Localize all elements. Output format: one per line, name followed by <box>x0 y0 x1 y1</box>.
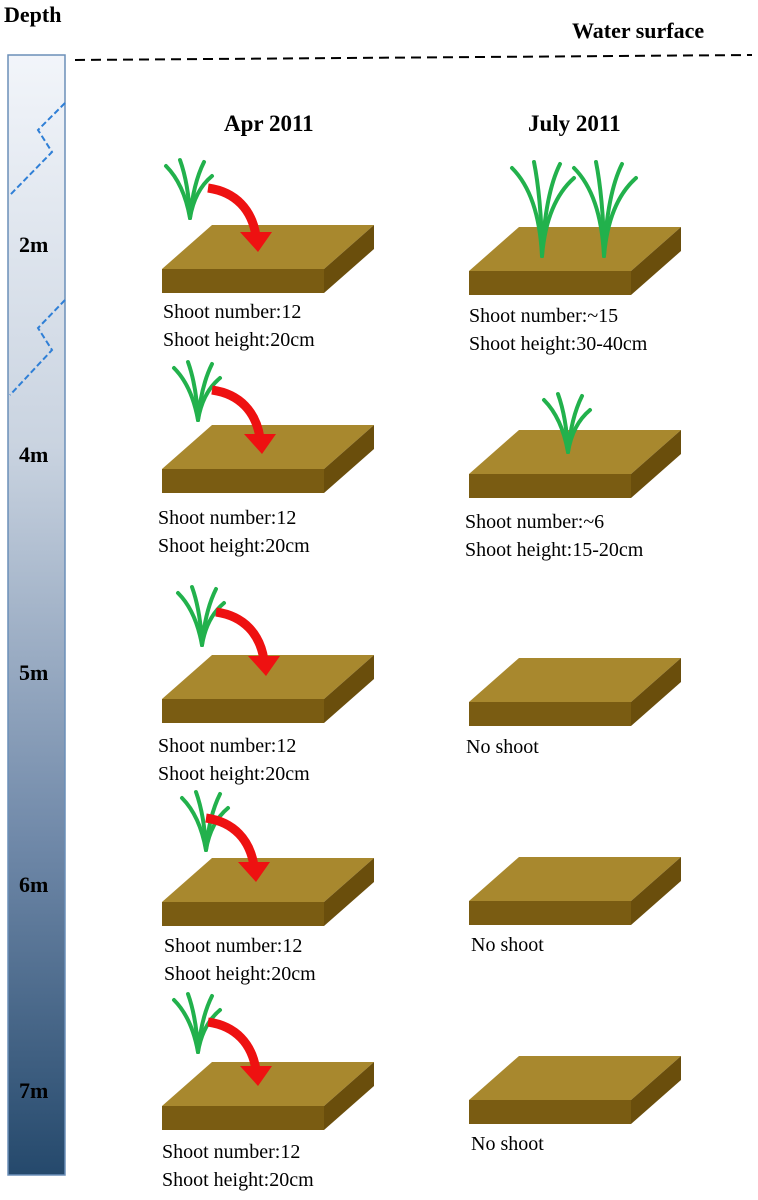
apr-shoot-height: Shoot height:20cm <box>158 535 310 557</box>
jul-no-shoot: No shoot <box>471 934 544 956</box>
apr-shoot-number: Shoot number:12 <box>162 1141 301 1163</box>
apr-shoot-number: Shoot number:12 <box>164 935 303 957</box>
water-surface-line <box>74 54 753 61</box>
sediment-tile <box>469 227 681 295</box>
apr-shoot-number: Shoot number:12 <box>158 507 297 529</box>
depth-break-mark <box>9 299 66 396</box>
sediment-tile <box>469 1056 681 1124</box>
sediment-tile <box>469 857 681 925</box>
jul-no-shoot: No shoot <box>471 1133 544 1155</box>
depth-label: 7m <box>19 1078 49 1103</box>
depth-label: 5m <box>19 660 49 685</box>
water-depth-column <box>7 54 66 1176</box>
jul-shoot-height: Shoot height:30-40cm <box>469 333 648 355</box>
jul-shoot-number: Shoot number:~15 <box>469 305 619 327</box>
column-heading-jul: July 2011 <box>528 111 621 136</box>
column-heading-apr: Apr 2011 <box>224 111 314 136</box>
sediment-tile <box>469 658 681 726</box>
sediment-tile <box>162 858 374 926</box>
apr-shoot-height: Shoot height:20cm <box>162 1169 314 1191</box>
depth-label: 2m <box>19 232 49 257</box>
seagrass-shoot-icon <box>164 158 214 220</box>
jul-shoot-number: Shoot number:~6 <box>465 511 605 533</box>
apr-shoot-number: Shoot number:12 <box>158 735 297 757</box>
apr-shoot-height: Shoot height:20cm <box>163 329 315 351</box>
jul-shoot-height: Shoot height:15-20cm <box>465 539 644 561</box>
sediment-tile <box>469 430 681 498</box>
water-surface-label: Water surface <box>572 18 705 43</box>
apr-shoot-height: Shoot height:20cm <box>164 963 316 985</box>
depth-label: 4m <box>19 442 49 467</box>
depth-axis-title: Depth <box>4 2 62 27</box>
depth-label: 6m <box>19 872 49 897</box>
apr-shoot-number: Shoot number:12 <box>163 301 302 323</box>
apr-shoot-height: Shoot height:20cm <box>158 763 310 785</box>
jul-no-shoot: No shoot <box>466 736 539 758</box>
depth-break-mark <box>9 102 66 196</box>
sediment-tile <box>162 1062 374 1130</box>
